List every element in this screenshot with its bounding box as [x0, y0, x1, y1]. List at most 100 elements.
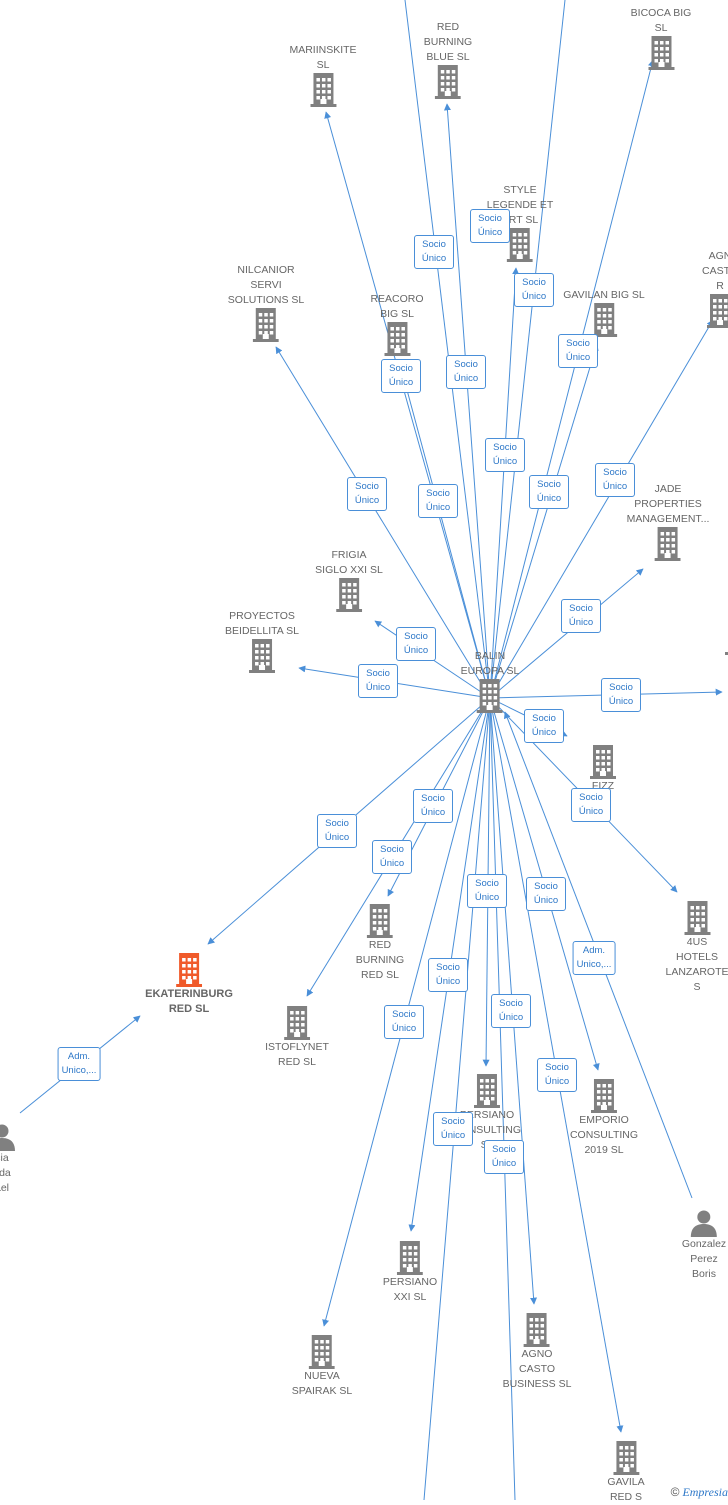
edge-label-extra[interactable]: Socio Único — [433, 1112, 473, 1146]
node-label: FRIGIA SIGLO XXI SL — [315, 549, 383, 576]
node-red-burning-blue[interactable]: RED BURNING BLUE SL — [424, 20, 472, 99]
node-label: BALIN EUROPA SL — [460, 650, 520, 677]
node-frigia[interactable]: FRIGIA SIGLO XXI SL — [315, 548, 383, 612]
edge-label-extra[interactable]: Socio Único — [484, 1140, 524, 1174]
building-icon — [607, 1441, 644, 1475]
building-icon — [563, 303, 645, 337]
brand-name: Empresia — [682, 1485, 728, 1499]
edge-label-gavilan_red[interactable]: Socio Único — [537, 1058, 577, 1092]
building-icon — [225, 639, 299, 673]
edge-offpage-1 — [404, 0, 491, 699]
edge-balin-red_burning_blue — [443, 103, 491, 699]
edge-label-proyectos[interactable]: Socio Único — [358, 664, 398, 698]
node-label: RED BURNING RED SL — [355, 939, 405, 981]
node-istoflynet[interactable]: ISTOFLYNET RED SL — [265, 1006, 329, 1070]
node-jade[interactable]: JADE PROPERTIES MANAGEMENT... — [626, 482, 710, 561]
edge-layer — [19, 0, 723, 1500]
node-agno-casto-r[interactable]: AGN CASTO R — [702, 249, 728, 328]
edge-label-ekaterinburg[interactable]: Socio Único — [317, 814, 357, 848]
edge-label-emporio[interactable]: Socio Único — [526, 877, 566, 911]
node-agno-business[interactable]: AGNO CASTO BUSINESS SL — [503, 1313, 572, 1392]
node-gavilan[interactable]: GAVILAN BIG SL — [563, 288, 645, 337]
node-ekaterinburg[interactable]: EKATERINBURG RED SL — [145, 953, 233, 1017]
building-icon — [265, 1006, 329, 1040]
edge-label-reacoro[interactable]: Socio Único — [381, 359, 421, 393]
edge-label-extra[interactable]: Socio Único — [418, 484, 458, 518]
edge-label-d_right[interactable]: Socio Único — [601, 678, 641, 712]
node-label: cia ada ael — [0, 1152, 11, 1194]
building-icon — [725, 621, 728, 655]
node-bicoca[interactable]: BICOCA BIG SL — [628, 6, 695, 70]
edge-label-bicoca[interactable]: Socio Único — [558, 334, 598, 368]
node-label: MARIINSKITE SL — [289, 44, 357, 71]
node-label: EMPORIO CONSULTING 2019 SL — [569, 1114, 639, 1156]
person-icon — [0, 1123, 16, 1151]
edge-label-nilcanior[interactable]: Socio Único — [347, 477, 387, 511]
edge-label-nueva_spairak[interactable]: Socio Único — [428, 958, 468, 992]
edge-label-persiano_consulting[interactable]: Socio Único — [467, 874, 507, 908]
edge-label-istoflynet[interactable]: Socio Único — [413, 789, 453, 823]
building-icon — [289, 73, 356, 107]
node-label: NUEVA SPAIRAK SL — [291, 1370, 353, 1397]
node-label: GAVILAN BIG SL — [563, 289, 645, 301]
node-persiano-xxi[interactable]: PERSIANO XXI SL — [383, 1241, 437, 1305]
edge-balin-reacoro — [398, 363, 491, 699]
building-icon — [292, 1335, 353, 1369]
edge-label-style_legende[interactable]: Socio Único — [514, 273, 554, 307]
edge-label-fizz[interactable]: Socio Único — [524, 709, 564, 743]
edge-balin-gavilan — [489, 343, 599, 699]
node-label: NILCANIOR SERVI SOLUTIONS SL — [227, 264, 305, 306]
building-icon — [453, 1074, 521, 1108]
edge-label-mariinskite[interactable]: Socio Único — [414, 235, 454, 269]
node-label: ISTOFLYNET RED SL — [265, 1041, 329, 1068]
edge-balin-mariinskite — [324, 111, 491, 699]
building-icon — [627, 527, 710, 561]
building-icon — [503, 1313, 572, 1347]
edge-label-ekaterinburg[interactable]: Adm. Unico,... — [57, 1047, 101, 1081]
node-balin[interactable]: BALIN EUROPA SL — [460, 649, 520, 713]
edge-label-extra[interactable]: Socio Único — [470, 209, 510, 243]
node-red-burning-red[interactable]: RED BURNING RED SL — [356, 904, 404, 983]
building-icon — [383, 1241, 437, 1275]
node-mariinskite[interactable]: MARIINSKITE SL — [289, 43, 357, 107]
building-icon — [356, 904, 404, 938]
edge-label-gavilan[interactable]: Socio Único — [529, 475, 569, 509]
edge-label-red_burning_red[interactable]: Socio Único — [372, 840, 412, 874]
node-style-legende[interactable]: STYLE LEGENDE ET ART SL — [486, 183, 554, 262]
node-gavilan-red[interactable]: GAVILA RED S — [607, 1441, 645, 1505]
node-label: JADE PROPERTIES MANAGEMENT... — [626, 483, 710, 525]
edge-label-frigia[interactable]: Socio Único — [396, 627, 436, 661]
edge-balin-jade — [489, 568, 644, 699]
building-icon — [570, 1079, 638, 1113]
edge-label-extra[interactable]: Socio Único — [485, 438, 525, 472]
edge-label-balin[interactable]: Adm. Unico,... — [572, 941, 616, 975]
edge-label-hotels[interactable]: Socio Único — [571, 788, 611, 822]
node-label: AGN CASTO R — [702, 250, 728, 292]
node-proyectos[interactable]: PROYECTOS BEIDELLITA SL — [225, 609, 299, 673]
node-person-left[interactable]: cia ada ael — [0, 1123, 16, 1196]
building-icon — [487, 228, 554, 262]
node-hotels[interactable]: 4US HOTELS LANZAROTE S — [665, 901, 728, 995]
node-nilcanior[interactable]: NILCANIOR SERVI SOLUTIONS SL — [228, 263, 304, 342]
node-label: STYLE LEGENDE ET ART SL — [486, 184, 554, 226]
edge-label-persiano_xxi[interactable]: Socio Único — [384, 1005, 424, 1039]
node-d-right[interactable]: D — [725, 606, 728, 655]
edge-label-agno_business[interactable]: Socio Único — [491, 994, 531, 1028]
building-icon — [665, 901, 728, 935]
edge-label-agno_casto_r[interactable]: Socio Único — [595, 463, 635, 497]
node-label: RED BURNING BLUE SL — [423, 21, 473, 63]
node-gonzalez[interactable]: Gonzalez Perez Boris — [682, 1209, 726, 1282]
node-reacoro[interactable]: REACORO BIG SL — [370, 292, 424, 356]
edge-label-red_burning_blue[interactable]: Socio Único — [446, 355, 486, 389]
edge-offpage-2 — [489, 0, 566, 699]
building-icon — [370, 322, 423, 356]
edge-label-jade[interactable]: Socio Único — [561, 599, 601, 633]
node-nueva-spairak[interactable]: NUEVA SPAIRAK SL — [291, 1335, 353, 1399]
node-emporio[interactable]: EMPORIO CONSULTING 2019 SL — [570, 1079, 638, 1158]
edge-offpage-4 — [489, 697, 516, 1500]
node-label: GAVILA RED S — [607, 1476, 645, 1503]
node-label: PERSIANO XXI SL — [382, 1276, 438, 1303]
building-icon — [315, 578, 383, 612]
building-icon — [424, 65, 472, 99]
